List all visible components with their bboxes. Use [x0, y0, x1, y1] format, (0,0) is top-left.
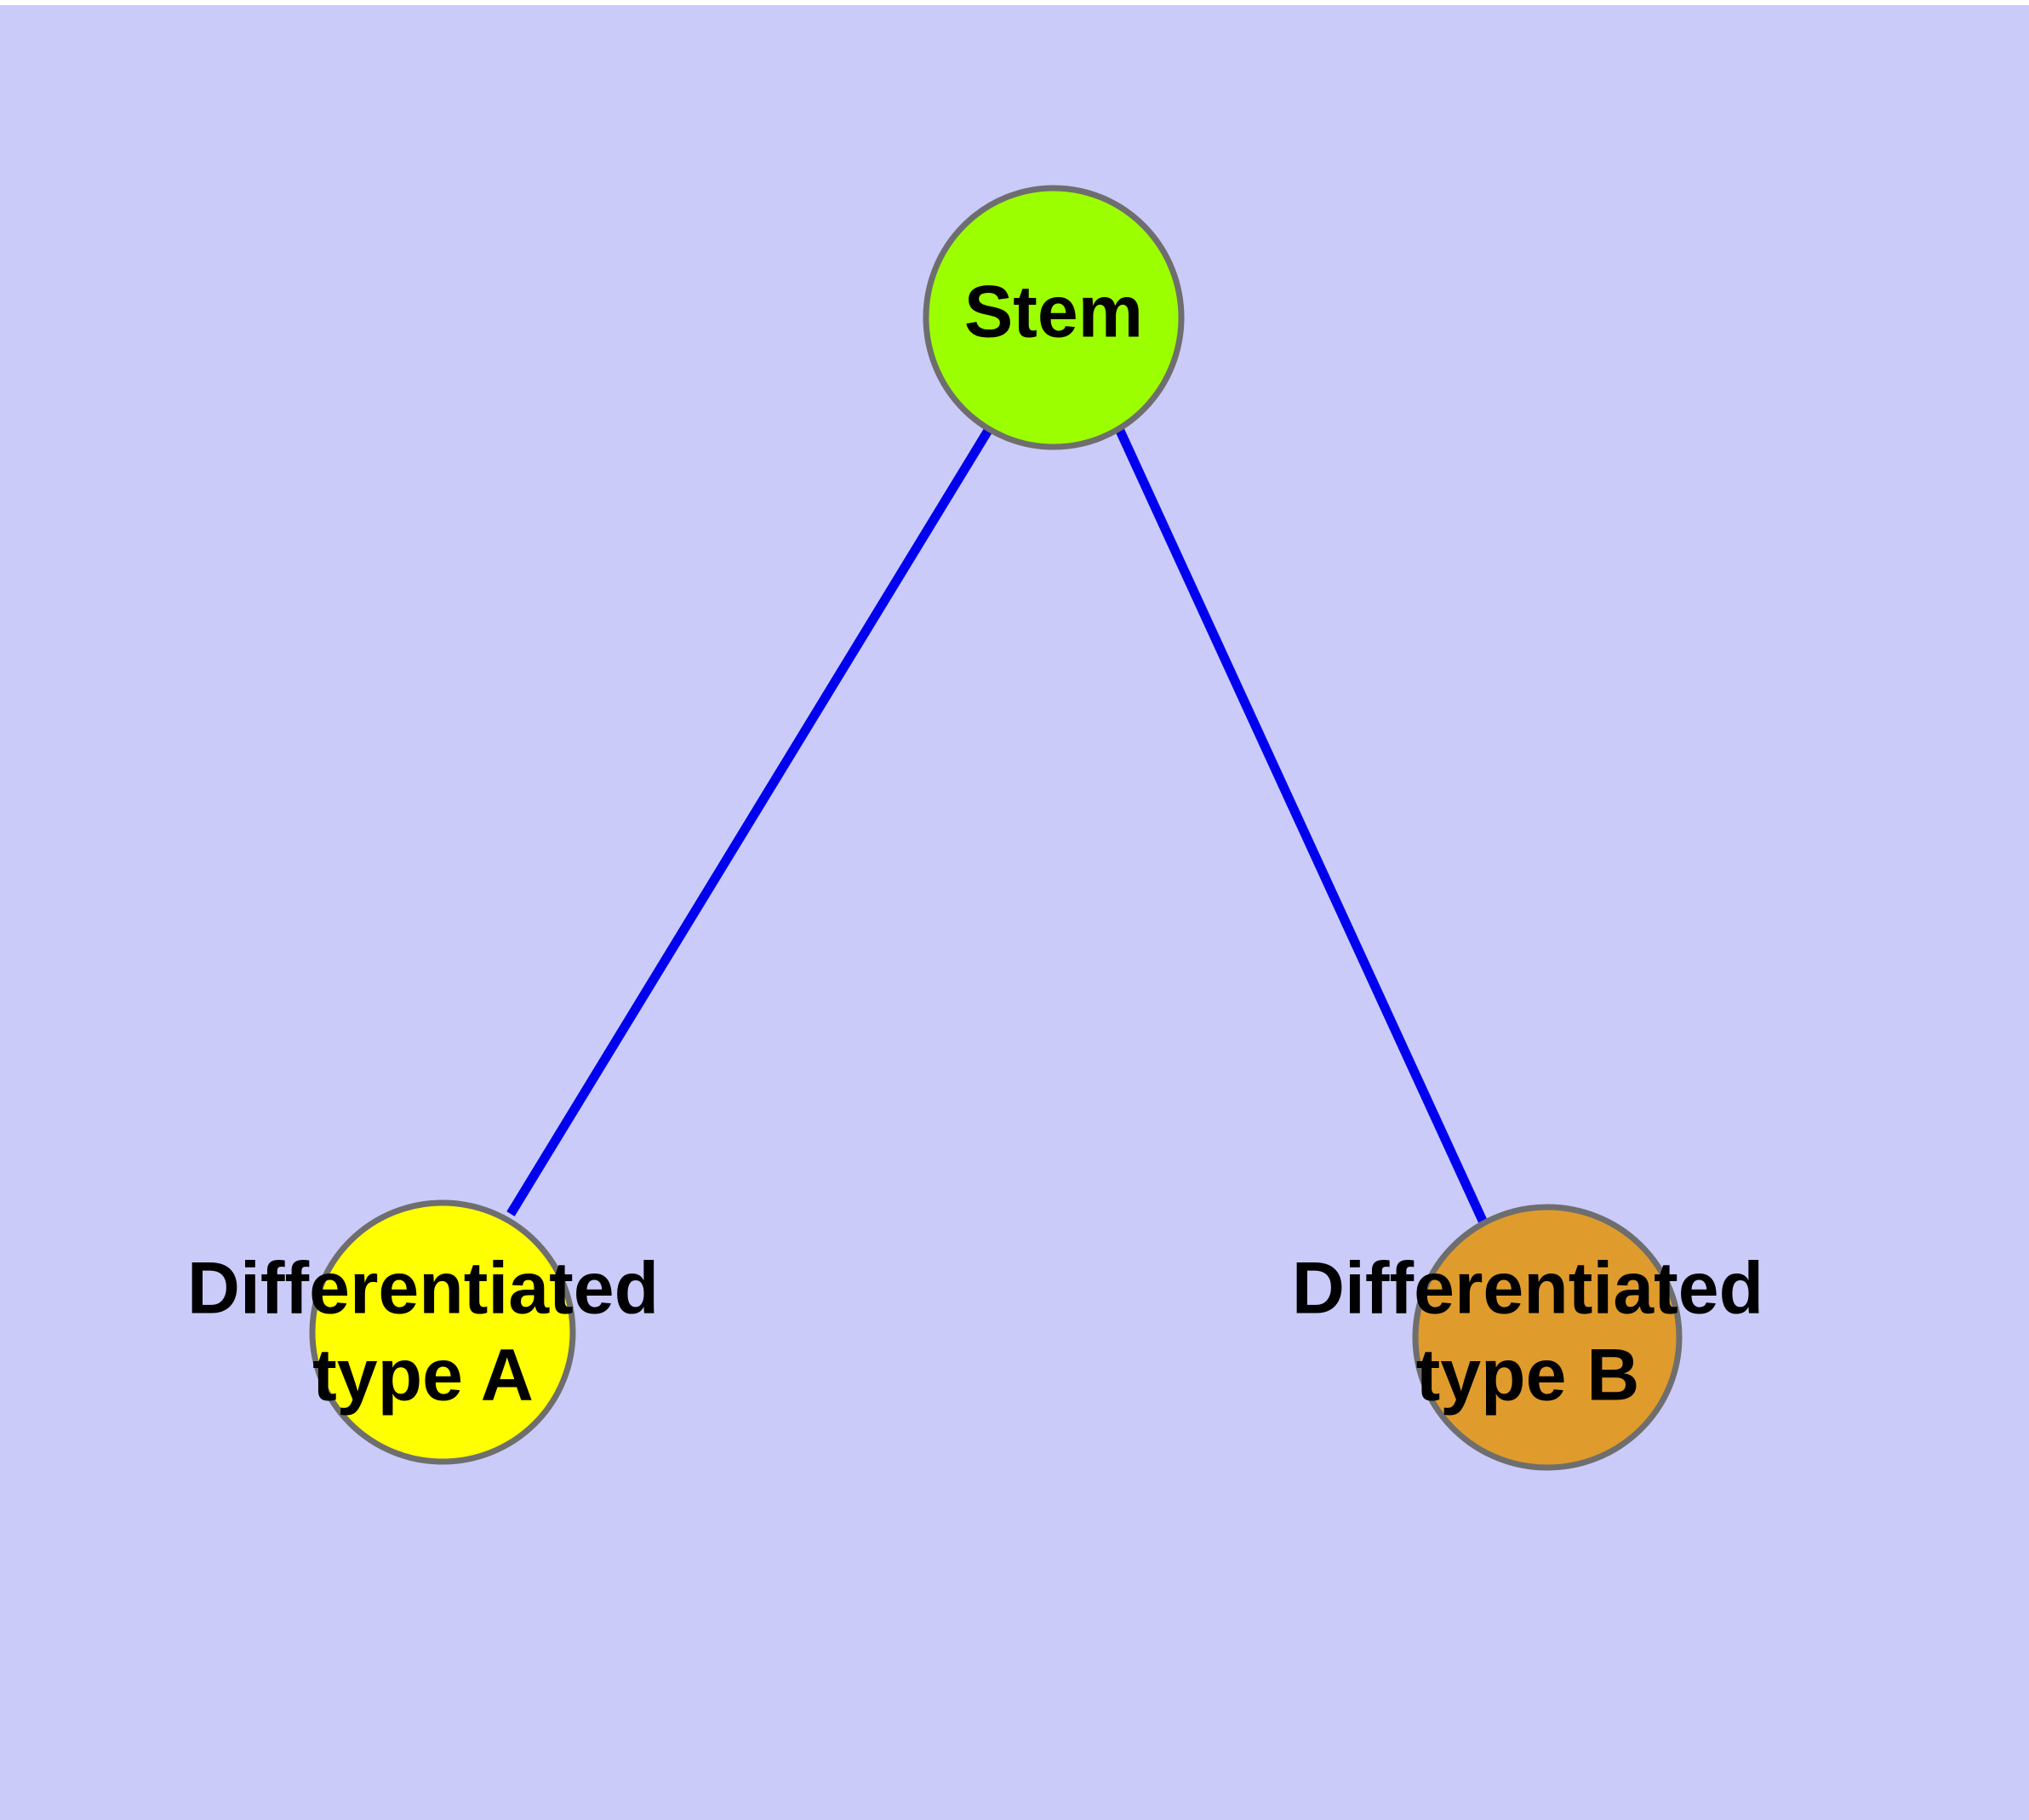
node-differentiated-type-a-label-line2: type A — [312, 1335, 534, 1417]
node-stem-label: Stem — [964, 272, 1143, 353]
node-differentiated-type-a[interactable]: Differentiated type A — [187, 1199, 659, 1465]
node-differentiated-type-a-label-line1: Differentiated — [187, 1248, 659, 1330]
node-stem-shape[interactable] — [923, 185, 1185, 450]
node-stem[interactable]: Stem — [923, 185, 1185, 450]
edge-stem-to-type-b[interactable] — [1116, 428, 1487, 1223]
node-differentiated-type-a-shape[interactable] — [309, 1199, 576, 1465]
node-differentiated-type-b-label-line1: Differentiated — [1292, 1248, 1763, 1330]
node-differentiated-type-b-shape[interactable] — [1412, 1204, 1683, 1471]
edge-layer — [506, 426, 1487, 1223]
node-differentiated-type-b[interactable]: Differentiated type B — [1292, 1204, 1763, 1471]
top-strip — [0, 0, 2029, 5]
node-differentiated-type-b-label-line2: type B — [1416, 1335, 1640, 1417]
edge-stem-to-type-a[interactable] — [506, 426, 993, 1216]
